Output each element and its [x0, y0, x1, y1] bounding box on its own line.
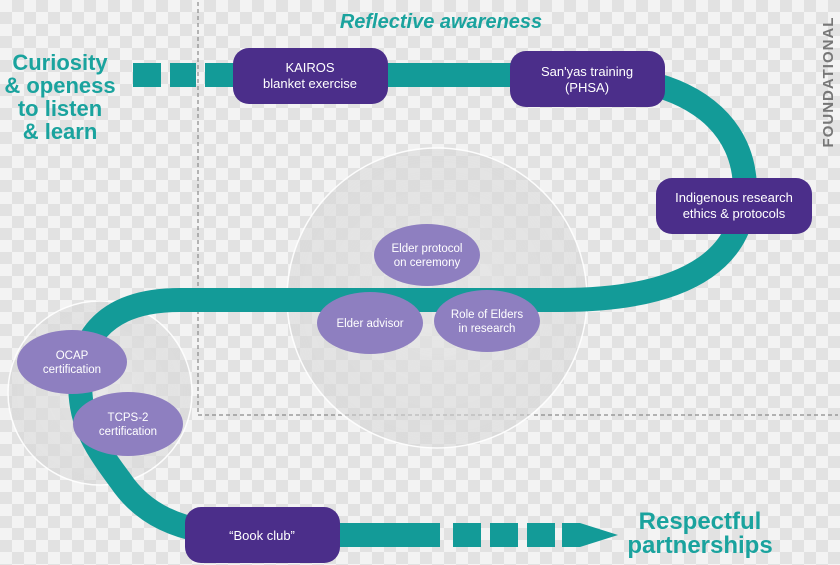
- node-ocap-ellipse: [17, 330, 127, 394]
- pathway-track: [67, 63, 758, 547]
- node-elder-protocol-ellipse: [374, 224, 480, 286]
- start-label-line-3: to listen: [18, 96, 102, 121]
- node-elder-protocol: Elder protocol on ceremony: [374, 224, 480, 286]
- end-label-line-1: Respectful: [639, 508, 762, 535]
- node-kairos-box: [233, 48, 388, 104]
- start-label-line-1: Curiosity: [12, 50, 108, 75]
- node-role-elders: Role of Elders in research: [434, 290, 540, 352]
- node-book-club-line-1: “Book club”: [229, 528, 295, 543]
- node-kairos-line-1: KAIROS: [285, 60, 334, 75]
- node-elder-protocol-line-1: Elder protocol: [392, 243, 463, 255]
- end-dash-2: [490, 523, 518, 547]
- dashed-frame: [197, 2, 838, 416]
- node-sanyas-line-2: (PHSA): [565, 80, 609, 95]
- end-label-line-2: partnerships: [627, 532, 772, 559]
- node-kairos: KAIROS blanket exercise: [233, 48, 388, 104]
- node-role-elders-ellipse: [434, 290, 540, 352]
- side-label: FOUNDATIONAL: [820, 17, 837, 148]
- node-ocap-line-1: OCAP: [56, 350, 89, 362]
- node-ocap: OCAP certification: [17, 330, 127, 394]
- node-ethics-line-1: Indigenous research: [675, 190, 793, 205]
- node-elder-advisor-line-1: Elder advisor: [336, 318, 403, 330]
- node-ethics: Indigenous research ethics & protocols: [656, 178, 812, 234]
- node-kairos-line-2: blanket exercise: [263, 76, 357, 91]
- end-arrow-head: [562, 523, 618, 547]
- start-dash-1: [133, 63, 161, 87]
- end-label: Respectful partnerships: [627, 508, 772, 559]
- node-elder-advisor-ellipse: [317, 292, 423, 354]
- start-label-line-2: & openess: [4, 73, 115, 98]
- node-elder-advisor: Elder advisor: [317, 292, 423, 354]
- start-label-line-4: & learn: [23, 119, 98, 144]
- node-book-club-box: [185, 507, 340, 563]
- node-ethics-line-2: ethics & protocols: [683, 206, 786, 221]
- node-sanyas: San'yas training (PHSA): [510, 51, 665, 107]
- node-ocap-line-2: certification: [43, 364, 101, 376]
- node-book-club: “Book club”: [185, 507, 340, 563]
- node-sanyas-line-1: San'yas training: [541, 64, 633, 79]
- node-tcps: TCPS-2 certification: [73, 392, 183, 456]
- end-dash-3: [527, 523, 555, 547]
- start-dash-3: [205, 63, 235, 87]
- node-role-elders-line-2: in research: [459, 323, 516, 335]
- end-dash-1: [453, 523, 481, 547]
- start-label: Curiosity & openess to listen & learn: [4, 50, 115, 144]
- node-tcps-line-1: TCPS-2: [108, 412, 149, 424]
- node-role-elders-line-1: Role of Elders: [451, 309, 523, 321]
- node-tcps-line-2: certification: [99, 426, 157, 438]
- header-title: Reflective awareness: [340, 11, 542, 33]
- node-tcps-ellipse: [73, 392, 183, 456]
- start-dash-2: [170, 63, 196, 87]
- node-ethics-box: [656, 178, 812, 234]
- node-elder-protocol-line-2: on ceremony: [394, 257, 461, 269]
- node-sanyas-box: [510, 51, 665, 107]
